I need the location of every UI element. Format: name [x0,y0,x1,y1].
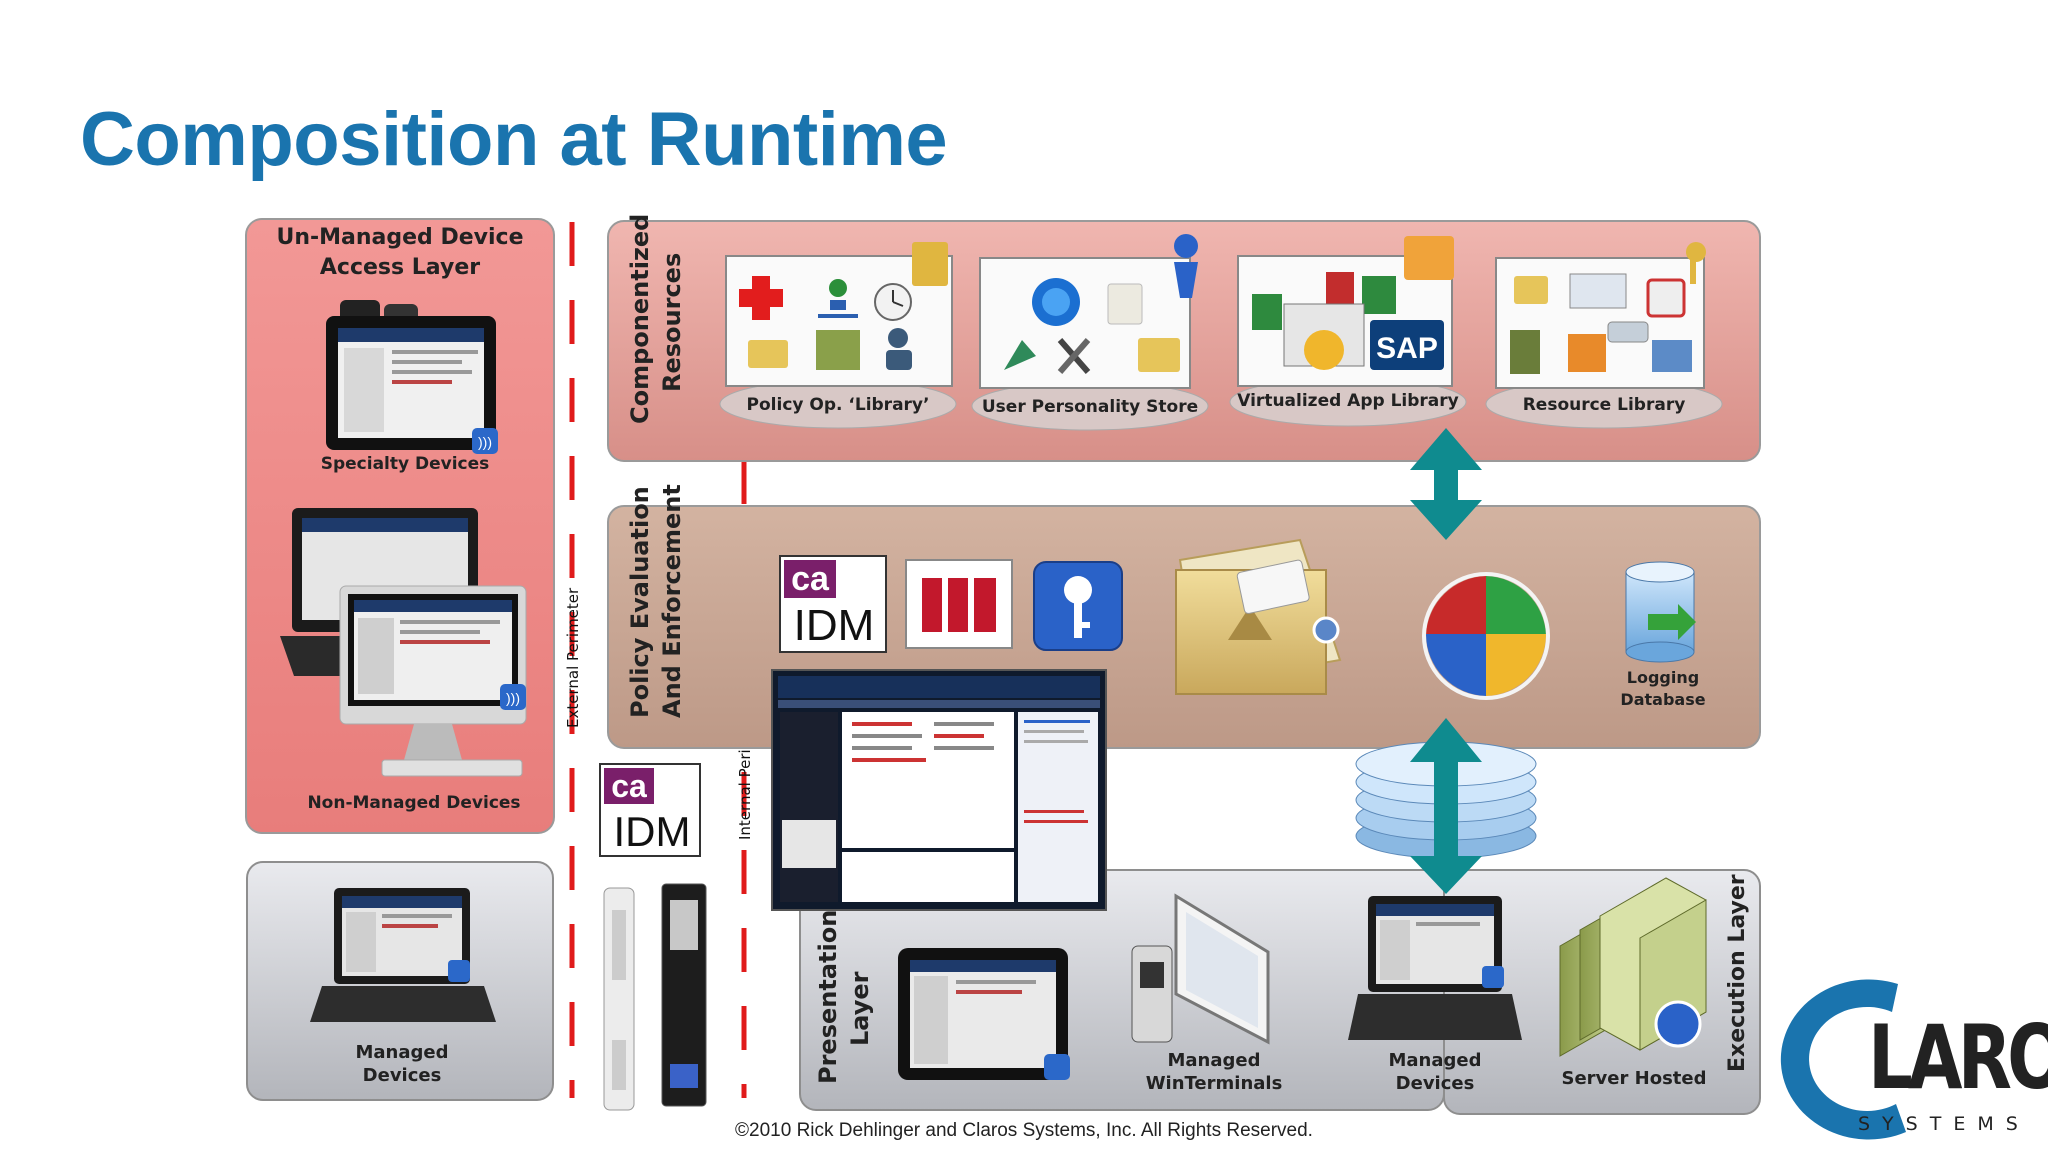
logging-database-label-1: Logging [1627,668,1699,687]
wireless-icon [500,684,526,710]
componentized-label-1: Componentized [626,214,654,424]
double-arrow-lower [1410,718,1482,894]
ca-idm-logo-secondary: ca IDM [599,763,701,857]
managed-winterminals-label-2: WinTerminals [1146,1073,1283,1094]
virtualized-app-library: SAP [1229,236,1467,427]
appliance-devices-image [603,883,707,1111]
svg-text:IDM: IDM [794,601,875,650]
svg-text:IDM: IDM [614,808,691,855]
user-icon [1174,234,1198,258]
share-icon [1646,278,1686,318]
specialty-devices-image: ))) [326,300,498,454]
svg-text:))): ))) [506,690,520,706]
people-icon [1004,340,1036,370]
security-folder-icon [1175,538,1342,695]
access-icon [1326,272,1354,308]
server-hosted-label: Server Hosted [1562,1068,1707,1089]
red-bars-logo [905,559,1013,649]
claros-c-mark [1780,979,1906,1140]
folder-icon [1138,338,1180,372]
presentation-layer-panel: Presentation Layer Managed WinTerminals [799,869,1445,1111]
wireless-icon [1044,1054,1070,1080]
document-icon [1107,283,1143,325]
unmanaged-heading-2: Access Layer [320,255,480,280]
logging-database-icon [1625,561,1696,663]
managed-devices-center-label-2: Devices [1396,1073,1475,1094]
globe-icon [829,279,847,297]
policy-op-library-label: Policy Op. ‘Library’ [747,395,930,415]
server-icon [1510,330,1540,374]
managed-devices-left-panel: Managed Devices [246,861,554,1101]
key-icon [1033,561,1123,651]
componentized-resources-panel: Componentized Resources Policy Op. ‘Libr… [607,214,1761,462]
double-arrow-upper [1410,428,1482,540]
outlook-clock-icon [1304,330,1344,370]
non-managed-devices-label: Non-Managed Devices [307,793,520,813]
user-personality-store-label: User Personality Store [982,397,1198,417]
managed-devices-center-label-1: Managed [1389,1050,1482,1071]
wireless-icon [448,960,470,982]
managed-devices-left-line1: Managed [356,1042,449,1063]
svg-text:SAP: SAP [1376,332,1438,365]
excel-icon [1252,294,1282,330]
web-portal-screenshot [771,669,1107,911]
wireless-icon [472,428,498,454]
virtualized-app-library-label: Virtualized App Library [1237,391,1459,411]
winterminal-image [1131,893,1270,1045]
componentized-label-2: Resources [658,253,686,392]
presentation-label-1: Presentation [814,910,842,1084]
specialty-devices-label: Specialty Devices [321,454,490,474]
policy-label-2: And Enforcement [658,484,686,718]
resource-library-label: Resource Library [1523,395,1686,415]
managed-devices-laptop-image [1348,896,1522,1040]
folder-icon [748,340,788,368]
unmanaged-heading-1: Un-Managed Device [276,225,523,250]
claros-logo: LAROS SYSTEMS [1780,979,2048,1140]
folder-icon [1514,276,1548,304]
user-key-icon [888,328,908,348]
resource-library [1485,242,1723,429]
presentation-tablet-image [898,948,1070,1080]
windows-orb-icon [1422,572,1550,700]
external-perimeter-label: External Perimeter [564,587,582,728]
managed-winterminals-label-1: Managed [1168,1050,1261,1071]
logging-database-label-2: Database [1620,690,1705,709]
package-icon [1404,236,1454,280]
page-title: Composition at Runtime [80,97,948,182]
wireless-icon [1482,966,1504,988]
grid-window-icon [1569,273,1627,309]
svg-text:ca: ca [611,768,647,804]
execution-layer-label: Execution Layer [1725,874,1750,1072]
sap-logo [1370,320,1444,370]
cable-icon [1607,321,1649,343]
building-icon [816,330,860,370]
claros-wordmark: LAROS [1868,1006,2048,1109]
policy-op-library [719,242,957,429]
network-icon [830,300,846,310]
server-hosted-image [1559,877,1707,1057]
key-ring-icon [912,242,948,286]
execution-layer-panel: Execution Layer Server Hosted [1348,869,1761,1115]
policy-label-1: Policy Evaluation [626,486,654,718]
copyright-notice: ©2010 Rick Dehlinger and Claros Systems,… [735,1120,1313,1141]
svg-text:ca: ca [791,560,830,598]
unmanaged-access-panel: Un-Managed Device Access Layer ))) Speci… [245,218,555,834]
svg-text:))): ))) [478,434,492,450]
database-window-icon [1652,340,1692,372]
non-managed-devices-image: ))) [280,508,527,777]
user-personality-store [971,234,1209,431]
office-icon [1568,334,1606,372]
managed-devices-left-line2: Devices [363,1065,442,1086]
ca-idm-logo: ca IDM [779,555,887,653]
managed-laptop-image [310,888,496,1022]
presentation-label-2: Layer [846,971,874,1046]
keys-icon [1686,242,1706,262]
claros-subtitle: SYSTEMS [1858,1113,2030,1135]
